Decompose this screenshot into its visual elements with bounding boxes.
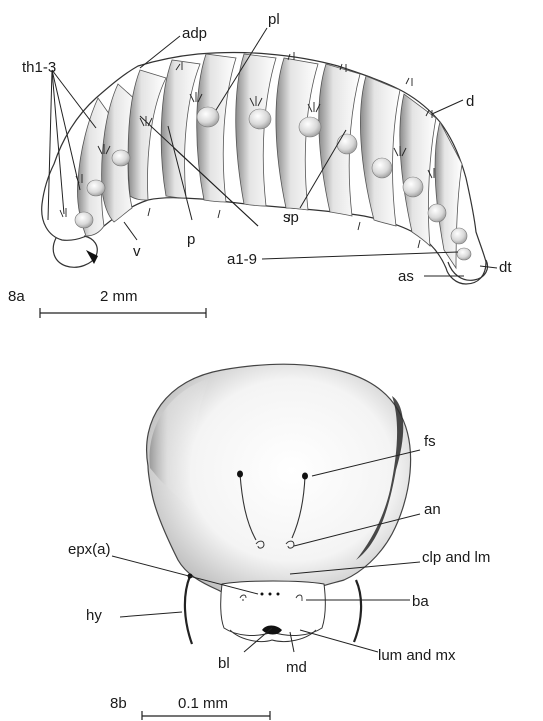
label-a: a1-9 bbox=[227, 251, 257, 268]
label-epx: epx(a) bbox=[68, 541, 111, 558]
label-pl: pl bbox=[268, 11, 280, 28]
label-hy: hy bbox=[86, 607, 102, 624]
hypostoma-right bbox=[354, 580, 361, 642]
panel-label-8b: 8b bbox=[110, 695, 127, 712]
larva-mandible-mark bbox=[86, 250, 98, 264]
label-md: md bbox=[286, 659, 307, 676]
label-p: p bbox=[187, 231, 195, 248]
label-adp: adp bbox=[182, 25, 207, 42]
label-as: as bbox=[398, 268, 414, 285]
scale-bar-a bbox=[40, 308, 206, 318]
label-sp: sp bbox=[283, 209, 299, 226]
frontal-pit-right bbox=[302, 473, 308, 480]
label-an: an bbox=[424, 501, 441, 518]
label-v: v bbox=[133, 243, 141, 260]
hypostoma-left bbox=[185, 576, 192, 644]
frontal-pit-left bbox=[237, 471, 243, 478]
label-dt: dt bbox=[499, 259, 512, 276]
larva-drawing bbox=[42, 52, 488, 284]
epx-dot-mid bbox=[269, 593, 272, 596]
scale-label-b: 0.1 mm bbox=[178, 695, 228, 712]
label-fs: fs bbox=[424, 433, 436, 450]
epx-dot-right bbox=[277, 593, 280, 596]
label-ba: ba bbox=[412, 593, 429, 610]
label-bl: bl bbox=[218, 655, 230, 672]
label-th: th1-3 bbox=[22, 59, 56, 76]
larva-segments bbox=[77, 54, 462, 268]
epx-dot-left bbox=[261, 593, 264, 596]
panel-label-8a: 8a bbox=[8, 288, 25, 305]
scale-bar-b bbox=[142, 711, 270, 720]
larva-head-lobe bbox=[53, 236, 97, 267]
scale-label-a: 2 mm bbox=[100, 288, 138, 305]
label-clp: clp and lm bbox=[422, 549, 490, 566]
head-capsule-drawing bbox=[147, 364, 411, 644]
label-lum: lum and mx bbox=[378, 647, 456, 664]
label-d: d bbox=[466, 93, 474, 110]
